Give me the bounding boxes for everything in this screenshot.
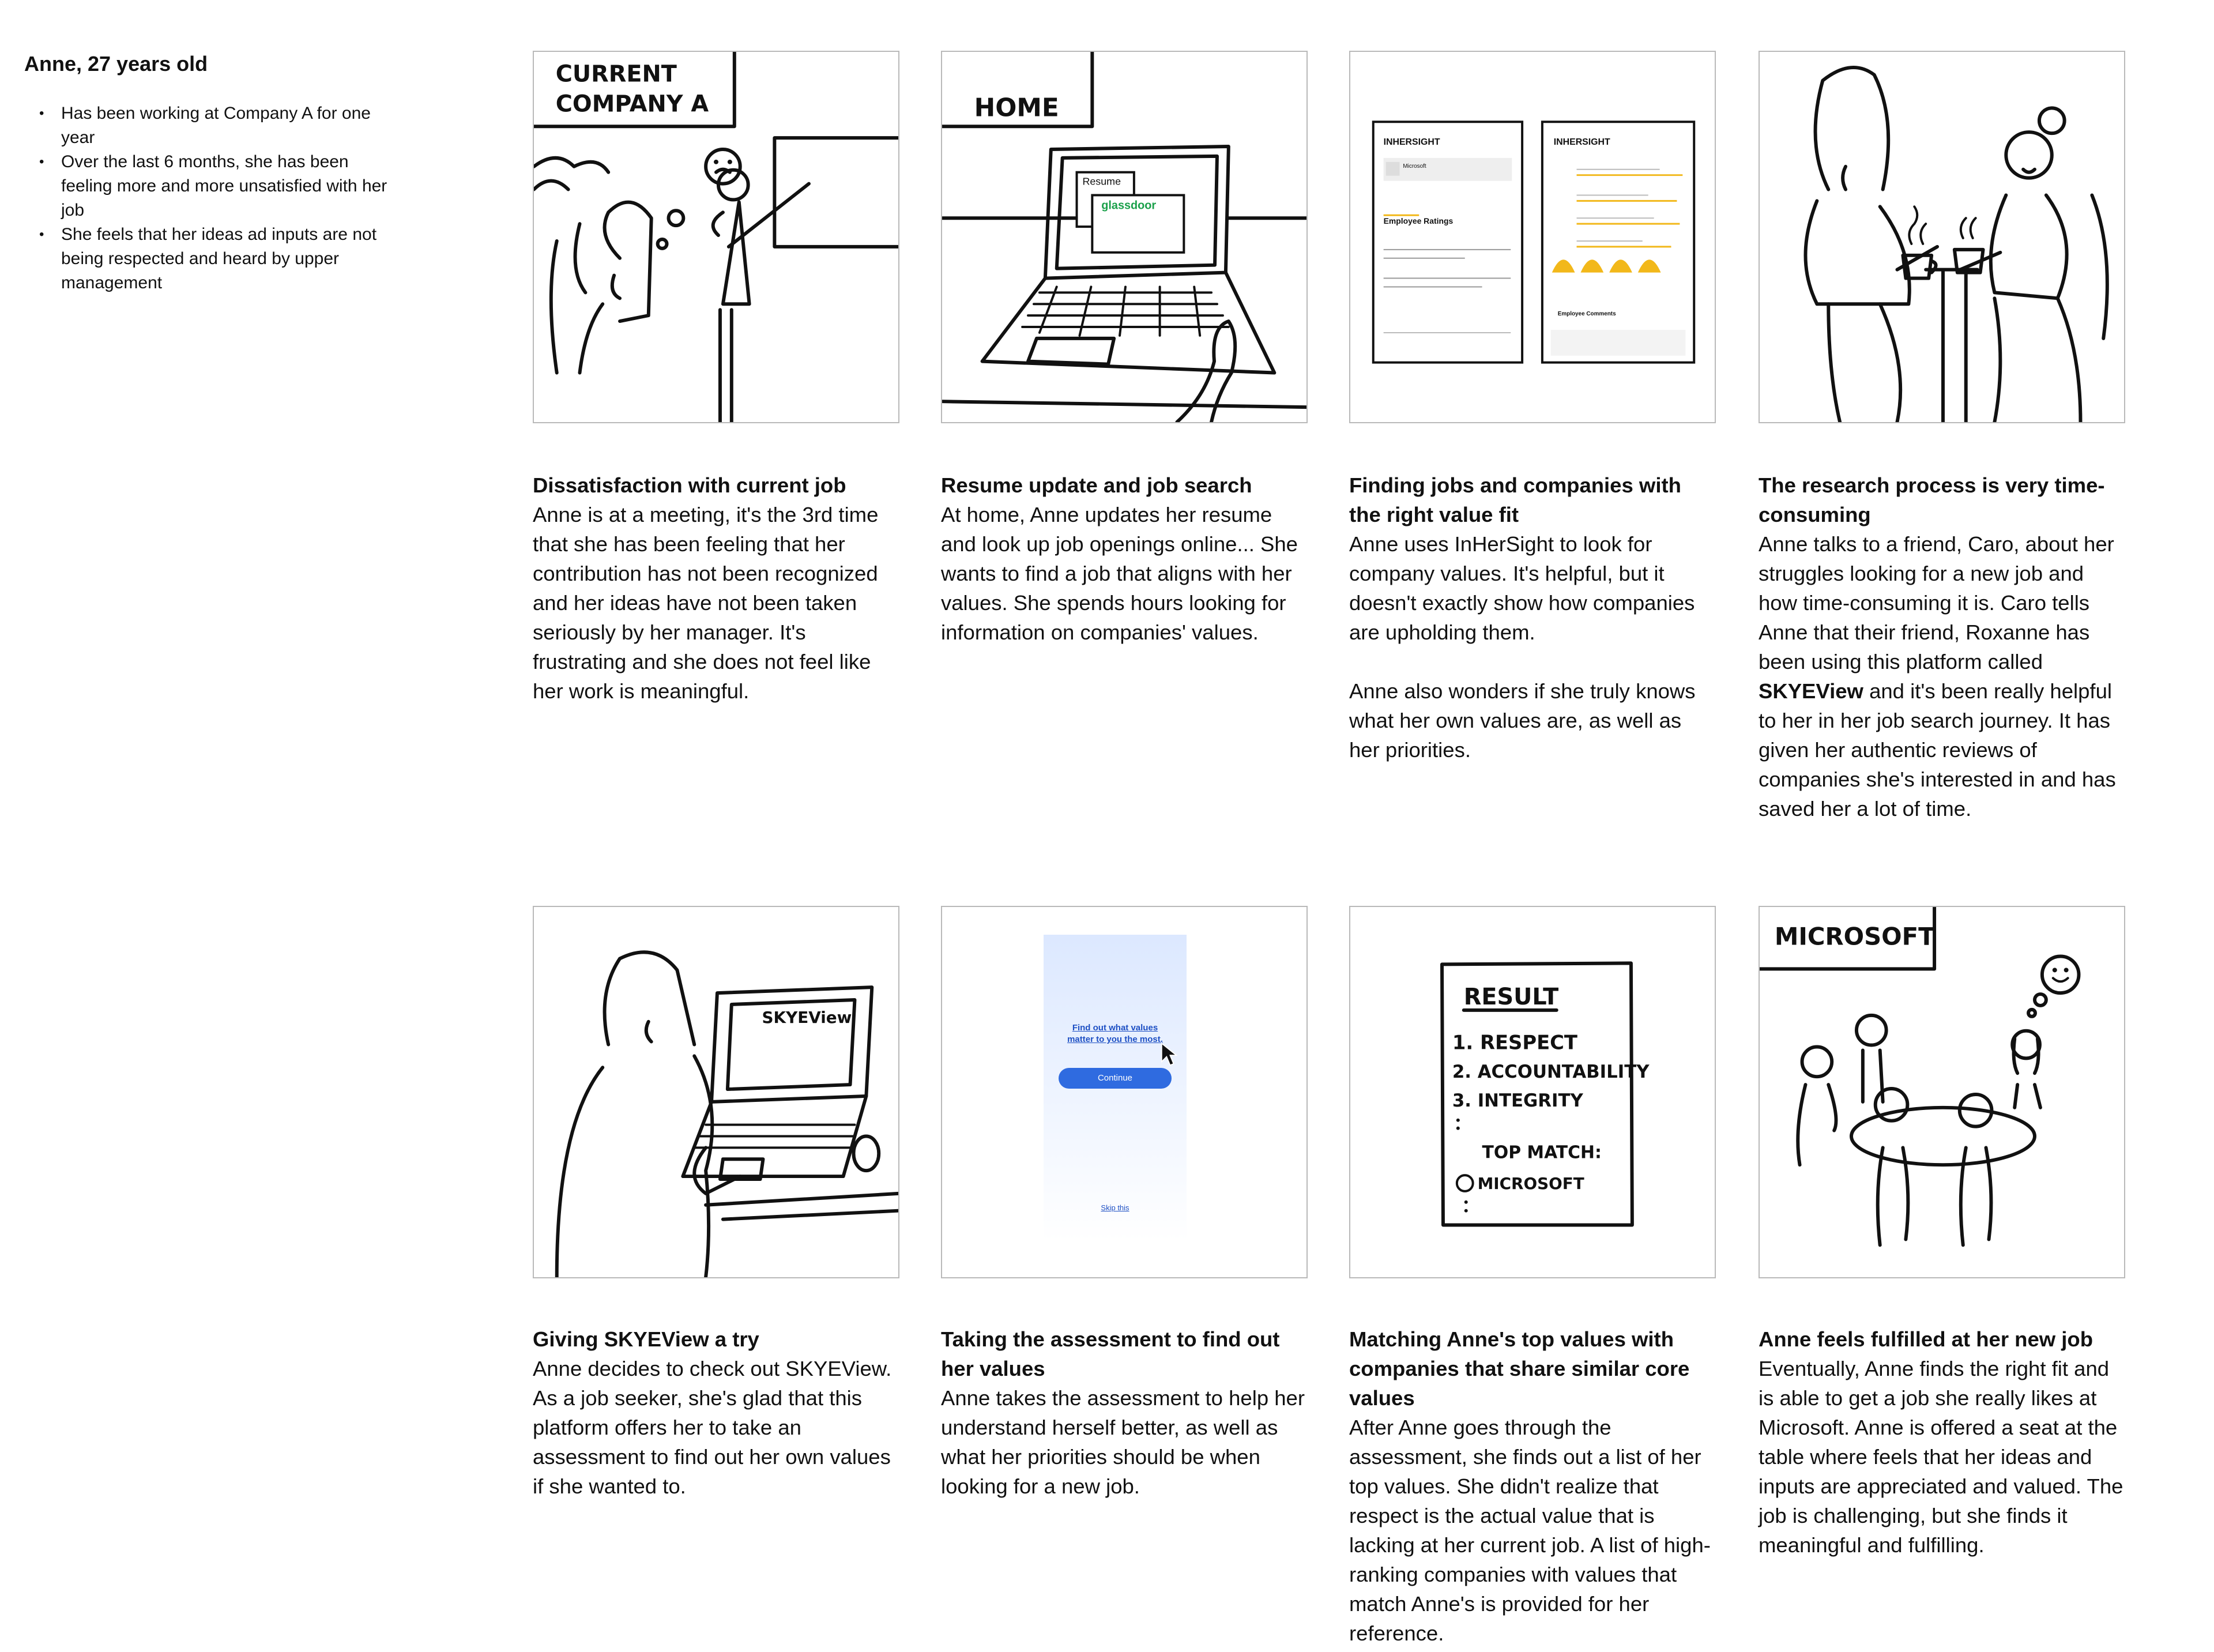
sketch-inhersight-right: INHERSIGHT	[1554, 137, 1610, 147]
caption-body: Anne uses InHerSight to look for company…	[1349, 532, 1695, 644]
sketch-label-home: HOME	[974, 93, 1059, 122]
sketch-comments-heading: Employee Comments	[1558, 311, 1616, 317]
sketch-match-company: MICROSOFT	[1478, 1174, 1584, 1193]
caption-title: Anne feels fulfilled at her new job	[1759, 1327, 2093, 1351]
persona-card: Anne, 27 years old Has been working at C…	[24, 52, 393, 295]
persona-bullet: Has been working at Company A for one ye…	[39, 101, 393, 150]
caption-title: The research process is very time-consum…	[1759, 473, 2105, 526]
caption-body: Anne is at a meeting, it's the 3rd time …	[533, 503, 879, 703]
caption-body-text: Anne talks to a friend, Caro, about her …	[1759, 532, 2114, 673]
caption-5: Giving SKYEView a try Anne decides to ch…	[533, 1324, 899, 1501]
caption-title: Taking the assessment to find out her va…	[941, 1327, 1280, 1380]
skip-link[interactable]: Skip this	[1101, 1203, 1129, 1212]
home-laptop-sketch: HOME Resume glassdoor	[942, 52, 1306, 422]
sketch-skyeview-label: SKYEView	[762, 1008, 852, 1027]
sketch-value-1: 1. RESPECT	[1452, 1031, 1577, 1053]
skyeview-brand: SKYEView	[1759, 679, 1863, 703]
sketch-label-microsoft: MICROSOFT	[1775, 923, 1935, 951]
caption-title: Finding jobs and companies with the righ…	[1349, 473, 1681, 526]
caption-body: At home, Anne updates her resume and loo…	[941, 503, 1298, 644]
caption-3: Finding jobs and companies with the righ…	[1349, 471, 1716, 765]
sketch-ratings-heading: Employee Ratings	[1384, 216, 1454, 225]
meeting-sketch: CURRENT COMPANY A	[534, 52, 898, 422]
caption-body: Anne decides to check out SKYEView. As a…	[533, 1357, 892, 1498]
persona-title: Anne, 27 years old	[24, 52, 208, 76]
caption-body: Eventually, Anne finds the right fit and…	[1759, 1357, 2123, 1557]
caption-title: Resume update and job search	[941, 473, 1252, 497]
sketch-result-title: RESULT	[1464, 984, 1558, 1010]
inhersight-screens-sketch: INHERSIGHT Microsoft Employee Ratings IN…	[1372, 121, 1696, 364]
caption-4: The research process is very time-consum…	[1759, 471, 2125, 823]
caption-title: Matching Anne's top values with companie…	[1349, 1327, 1690, 1410]
sketch-value-3: 3. INTEGRITY	[1452, 1090, 1584, 1111]
persona-bullet: She feels that her ideas ad inputs are n…	[39, 223, 393, 295]
storyboard-frame-3: INHERSIGHT Microsoft Employee Ratings IN…	[1349, 51, 1716, 423]
caption-body: Anne talks to a friend, Caro, about her …	[1759, 529, 2125, 823]
assessment-phone-screen: Find out what values matter to you the m…	[1044, 935, 1187, 1241]
storyboard-frame-1: CURRENT COMPANY A	[533, 51, 899, 423]
caption-title: Giving SKYEView a try	[533, 1327, 759, 1351]
sketch-inhersight-left: INHERSIGHT	[1384, 137, 1440, 147]
sketch-top-match: TOP MATCH:	[1482, 1142, 1602, 1162]
sketch-company-name: Microsoft	[1403, 163, 1426, 170]
storyboard-frame-5: SKYEView	[533, 906, 899, 1278]
storyboard-frame-6: Find out what values matter to you the m…	[941, 906, 1308, 1278]
new-job-meeting-sketch: MICROSOFT	[1760, 907, 2081, 1247]
caption-body: After Anne goes through the assessment, …	[1349, 1416, 1711, 1645]
continue-button-label: Continue	[1097, 1073, 1133, 1083]
persona-bullet: Over the last 6 months, she has been fee…	[39, 150, 393, 223]
caption-6: Taking the assessment to find out her va…	[941, 1324, 1308, 1501]
sketch-value-2: 2. ACCOUNTABILITY	[1452, 1062, 1650, 1082]
storyboard-frame-8: MICROSOFT	[1759, 906, 2125, 1278]
storyboard-frame-7: RESULT 1. RESPECT 2. ACCOUNTABILITY 3. I…	[1349, 906, 1716, 1278]
result-sheet-sketch: RESULT 1. RESPECT 2. ACCOUNTABILITY 3. I…	[1440, 961, 1650, 1227]
storyboard-frame-4	[1759, 51, 2125, 423]
cursor-icon	[1161, 1042, 1177, 1066]
caption-body: Anne also wonders if she truly knows wha…	[1349, 679, 1696, 762]
sketch-label-current: CURRENT	[556, 61, 677, 88]
persona-bullets: Has been working at Company A for one ye…	[24, 101, 393, 295]
caption-title: Dissatisfaction with current job	[533, 473, 846, 497]
sketch-glassdoor-label: glassdoor	[1101, 199, 1156, 212]
caption-2: Resume update and job search At home, An…	[941, 471, 1308, 647]
coffee-friends-sketch	[1803, 66, 2109, 422]
caption-body-text: and it's been really helpful to her in h…	[1759, 679, 2116, 821]
assessment-prompt: Find out what values matter to you the m…	[1067, 1023, 1163, 1044]
storyboard-frame-2: HOME Resume glassdoor	[941, 51, 1308, 423]
caption-body: Anne takes the assessment to help her un…	[941, 1386, 1305, 1498]
caption-7: Matching Anne's top values with companie…	[1349, 1324, 1716, 1648]
caption-1: Dissatisfaction with current job Anne is…	[533, 471, 899, 706]
caption-8: Anne feels fulfilled at her new job Even…	[1759, 1324, 2125, 1560]
sketch-label-company: COMPANY A	[556, 91, 709, 117]
continue-button[interactable]: Continue	[1059, 1068, 1172, 1089]
skyeview-laptop-sketch: SKYEView	[555, 950, 898, 1277]
sketch-resume-label: Resume	[1082, 176, 1121, 187]
